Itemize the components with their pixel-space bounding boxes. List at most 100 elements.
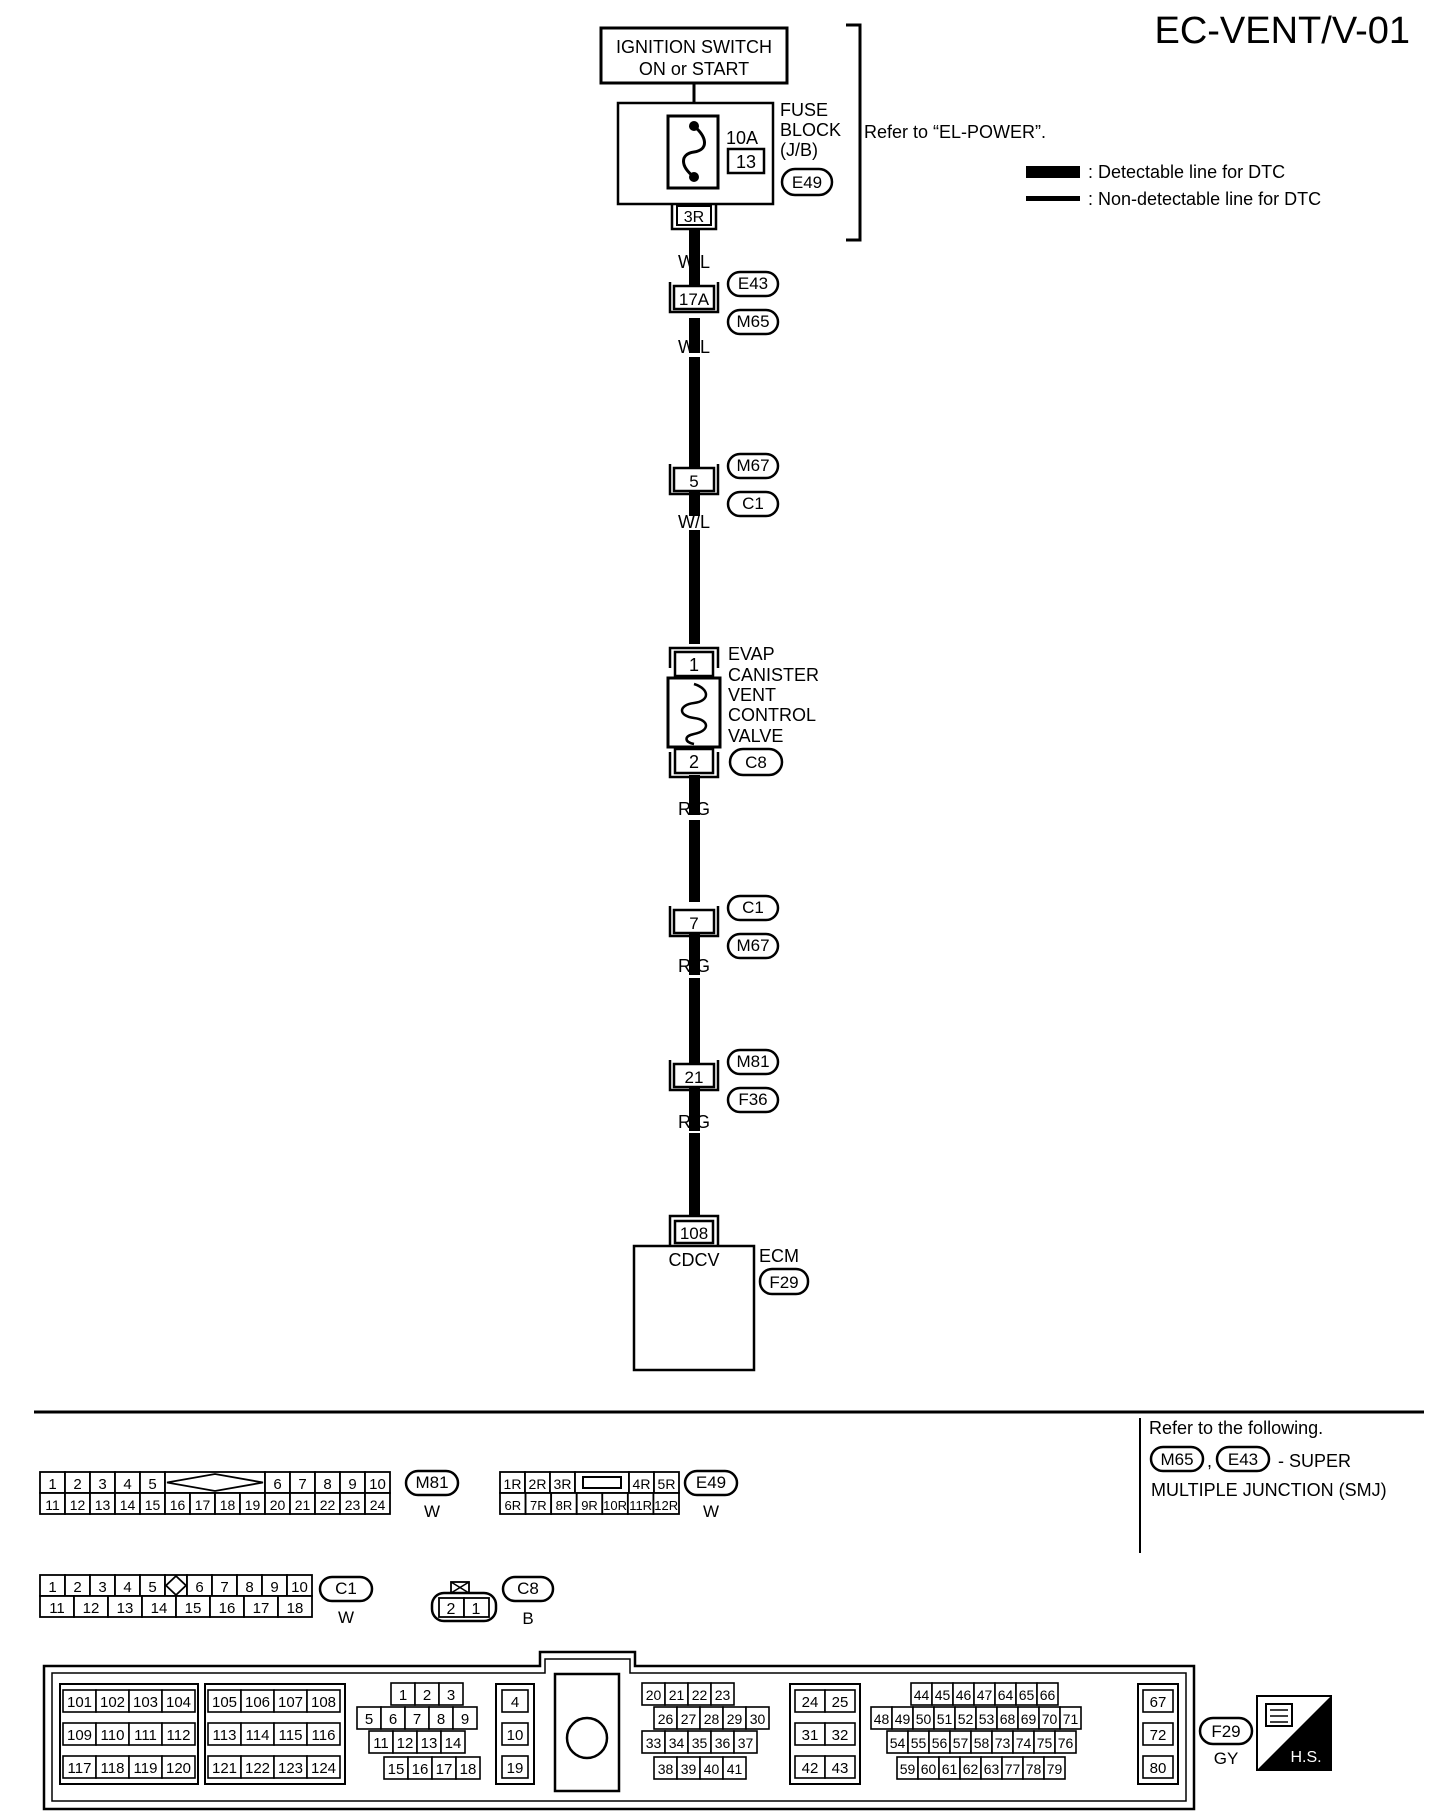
f29-pin: 117 — [68, 1760, 92, 1777]
e49-color: W — [703, 1502, 719, 1521]
evap-valve: 1 2 EVAP CANISTER VENT CONTROL VALVE C8 — [666, 644, 819, 779]
e49-pin: 1R — [504, 1476, 522, 1492]
e49-pin: 8R — [556, 1498, 573, 1513]
refer-line3: MULTIPLE JUNCTION (SMJ) — [1151, 1480, 1387, 1500]
f29-cell — [710, 1682, 735, 1706]
f29-pin: 27 — [681, 1711, 697, 1727]
m81-pin: 21 — [295, 1497, 311, 1513]
c1-pin: 3 — [98, 1579, 106, 1596]
f29-cell — [452, 1706, 478, 1730]
f29-pin: 22 — [692, 1687, 708, 1703]
junction-connector-bottom: M67 — [736, 936, 769, 955]
e49-pin: 5R — [658, 1476, 676, 1492]
wire-color-5: R/G — [678, 956, 710, 976]
valve-terminal-bottom: 2 — [689, 752, 699, 772]
wire-color-2: W/L — [678, 337, 710, 357]
f29-pin: 121 — [212, 1760, 237, 1777]
f29-cell — [161, 1689, 196, 1713]
f29-id: F29 — [1211, 1722, 1240, 1741]
c1-pin: 13 — [117, 1600, 134, 1617]
f29-cell — [161, 1722, 196, 1746]
power-bracket — [846, 23, 862, 242]
c1-id: C1 — [335, 1579, 357, 1598]
f29-cell — [1043, 1756, 1066, 1780]
harness-side-badge: H.S. — [1256, 1695, 1332, 1771]
m81-pin: 14 — [120, 1497, 136, 1513]
c1-pin: 15 — [185, 1600, 202, 1617]
f29-pin: 5 — [365, 1711, 373, 1728]
f29-pin: 124 — [311, 1760, 336, 1777]
junction-connector-bottom-pill — [726, 490, 780, 518]
e49-id: E49 — [696, 1473, 726, 1492]
junction-connector-bottom: C1 — [742, 494, 764, 513]
c1-pin: 11 — [49, 1600, 65, 1617]
m81-pin: 15 — [145, 1497, 161, 1513]
junction-connector-top-pill — [726, 1048, 780, 1076]
e49-pin: 6R — [504, 1498, 521, 1513]
f29-cell — [501, 1689, 529, 1713]
f29-cell — [1142, 1755, 1174, 1779]
m81-id-pill — [404, 1469, 460, 1497]
f29-pin: 21 — [669, 1687, 685, 1703]
f29-pin: 15 — [388, 1761, 405, 1778]
e49-pin: 10R — [603, 1498, 627, 1513]
solenoid-coil-icon — [680, 682, 708, 746]
junction-connector-top: E43 — [738, 274, 768, 293]
f29-pin: 28 — [704, 1711, 720, 1727]
e49-id-pill — [683, 1469, 739, 1497]
f29-pin: 23 — [715, 1687, 731, 1703]
c8-id: C8 — [517, 1579, 539, 1598]
junction-connector-top: M81 — [736, 1052, 769, 1071]
f29-pin: 68 — [1000, 1711, 1016, 1727]
f29-pin: 53 — [979, 1711, 995, 1727]
f29-pin: 13 — [421, 1735, 438, 1752]
f29-cell — [440, 1730, 466, 1754]
f29-pin: 105 — [212, 1694, 237, 1711]
f29-pin: 3 — [447, 1687, 455, 1704]
f29-pin: 76 — [1058, 1735, 1074, 1751]
f29-pin: 25 — [832, 1694, 849, 1711]
f29-pin: 65 — [1019, 1687, 1035, 1703]
junction-connector-bottom: F36 — [738, 1090, 767, 1109]
f29-pin: 63 — [984, 1761, 1000, 1777]
m81-pin: 16 — [170, 1497, 186, 1513]
f29-cell — [824, 1689, 856, 1713]
f29-pin: 2 — [423, 1687, 431, 1704]
f29-pin: 113 — [213, 1727, 237, 1744]
m81-key-icon — [166, 1473, 264, 1492]
e49-pin: 7R — [530, 1498, 547, 1513]
f29-pin: 46 — [956, 1687, 972, 1703]
e49-pin: 12R — [654, 1498, 678, 1513]
refer-line1: Refer to the following. — [1149, 1418, 1323, 1438]
f29-pin: 72 — [1150, 1727, 1167, 1744]
f29-pin: 102 — [100, 1694, 125, 1711]
f29-pin: 9 — [461, 1711, 469, 1728]
f29-pin: 35 — [692, 1735, 708, 1751]
f29-pin: 74 — [1016, 1735, 1032, 1751]
f29-pin: 106 — [245, 1694, 270, 1711]
f29-pin: 108 — [311, 1694, 336, 1711]
ignition-switch-line1: IGNITION SWITCH — [616, 37, 772, 57]
f29-pin: 71 — [1063, 1711, 1079, 1727]
fuse-amp: 10A — [726, 128, 758, 148]
m81-pin: 9 — [348, 1476, 356, 1493]
f29-color: GY — [1214, 1749, 1239, 1768]
m81-pin: 22 — [320, 1497, 336, 1513]
junction-connector-top-pill — [726, 452, 780, 480]
m81-pin: 23 — [345, 1497, 361, 1513]
f29-pin: 104 — [166, 1694, 191, 1711]
ecm-connector: F29 — [769, 1273, 798, 1292]
f29-pin: 26 — [658, 1711, 674, 1727]
f29-pin: 101 — [67, 1694, 92, 1711]
c1-cell — [277, 1595, 313, 1618]
junction-connector-top: M67 — [736, 456, 769, 475]
f29-pin: 112 — [167, 1727, 191, 1744]
